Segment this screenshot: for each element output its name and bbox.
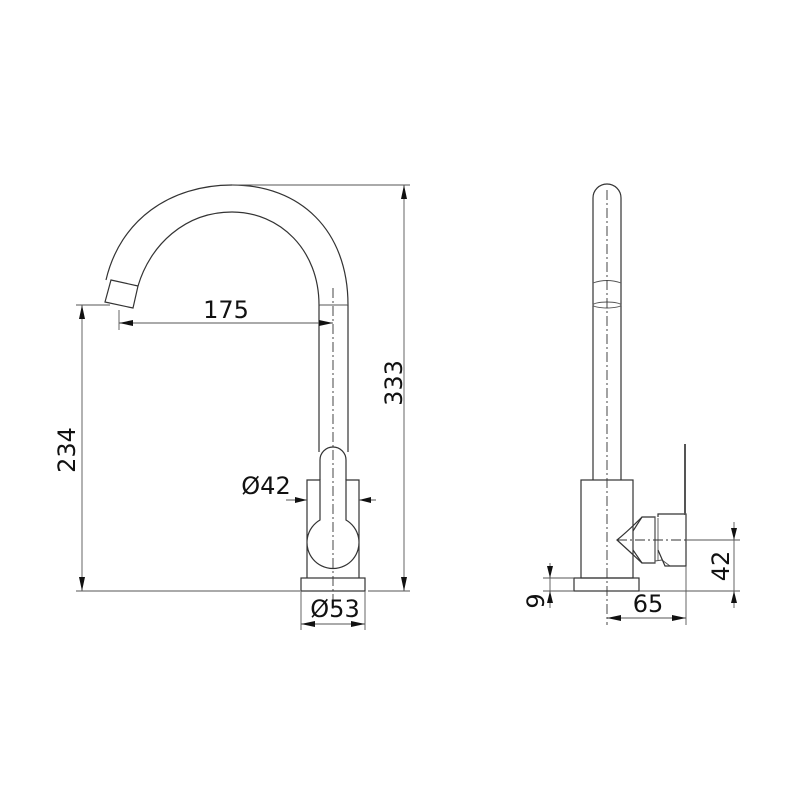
front-view: 175 234 333 Ø42 Ø53	[53, 184, 410, 630]
arrow-icon	[319, 320, 333, 326]
dim-label-base-thickness: 9	[522, 593, 550, 608]
spout-outer-arc	[105, 184, 349, 306]
dim-label-handle-height: 42	[707, 551, 735, 582]
arrow-icon	[547, 566, 553, 578]
side-base-plate	[573, 577, 640, 592]
side-view: 9 65 42	[522, 183, 740, 625]
arrow-icon	[79, 305, 85, 319]
side-pipe	[592, 183, 622, 480]
arrow-icon	[119, 320, 133, 326]
dim-label-handle-projection: 65	[633, 590, 664, 618]
dim-label-reach: 175	[203, 296, 249, 324]
arrow-icon	[607, 615, 621, 621]
spout-nozzle	[104, 279, 139, 309]
arrow-icon	[672, 615, 686, 621]
arrow-icon	[401, 185, 407, 199]
arrow-icon	[731, 591, 737, 603]
arrow-icon	[79, 577, 85, 591]
dim-label-spout-height: 234	[53, 427, 81, 473]
spout-inner-arc	[137, 211, 320, 306]
body-outline	[306, 479, 360, 578]
arrow-icon	[301, 621, 315, 627]
arrow-icon	[401, 577, 407, 591]
arrow-icon	[731, 528, 737, 540]
dim-label-body-diameter: Ø42	[241, 472, 290, 500]
dim-label-base-diameter: Ø53	[310, 595, 359, 623]
arrow-icon	[351, 621, 365, 627]
arrow-icon	[359, 497, 371, 503]
dim-label-overall-height: 333	[380, 360, 408, 406]
arrow-icon	[547, 591, 553, 603]
arrow-icon	[295, 497, 307, 503]
